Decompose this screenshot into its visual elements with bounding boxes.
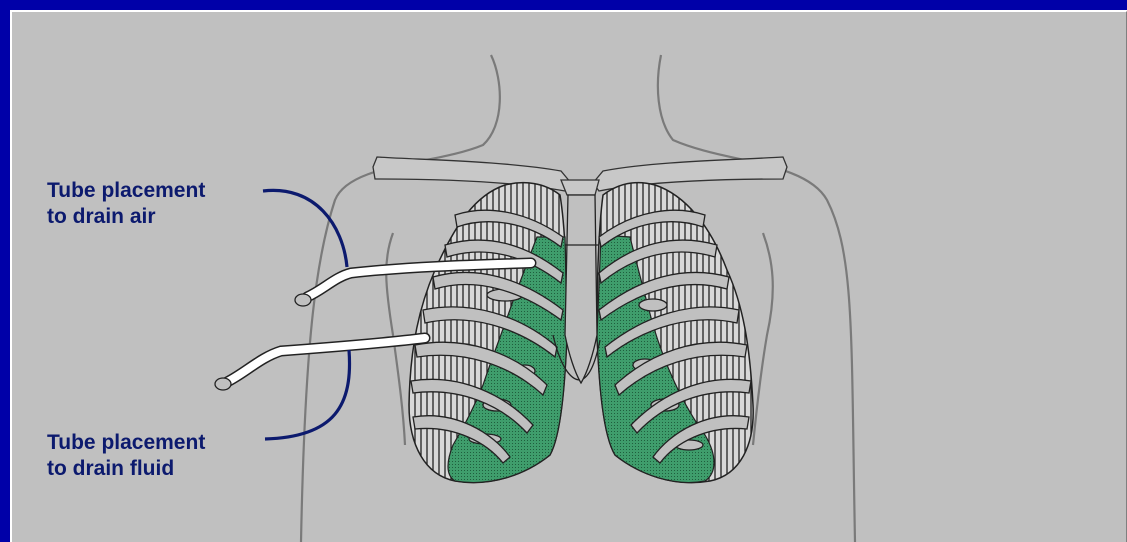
air-tube-label: Tube placement to drain air [47,178,205,230]
air-label-line1: Tube placement [47,178,205,204]
clavicles [373,157,787,195]
air-label-line2: to drain air [47,204,205,230]
fluid-tube-label: Tube placement to drain fluid [47,430,205,482]
illustration-panel: Tube placement to drain air Tube placeme… [10,10,1127,542]
left-rib-cage [409,183,580,483]
fluid-label-line2: to drain fluid [47,456,205,482]
fluid-label-line1: Tube placement [47,430,205,456]
chest-tube-fluid [215,338,425,390]
sternum [565,195,597,383]
right-rib-cage [581,183,753,483]
